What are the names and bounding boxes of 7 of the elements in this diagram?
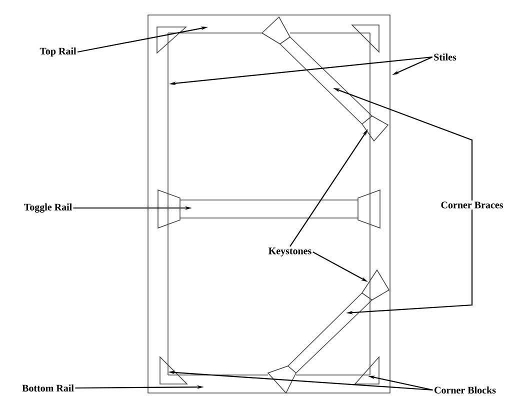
- part-label: Corner Blocks: [434, 386, 496, 394]
- part-label: Keystones: [268, 248, 312, 256]
- part-label: Top Rail: [40, 47, 76, 57]
- part-label: Bottom Rail: [22, 384, 74, 392]
- part-label: Corner Braces: [441, 202, 503, 208]
- part-label: Toggle Rail: [24, 203, 72, 213]
- part-label: Stiles: [434, 53, 456, 61]
